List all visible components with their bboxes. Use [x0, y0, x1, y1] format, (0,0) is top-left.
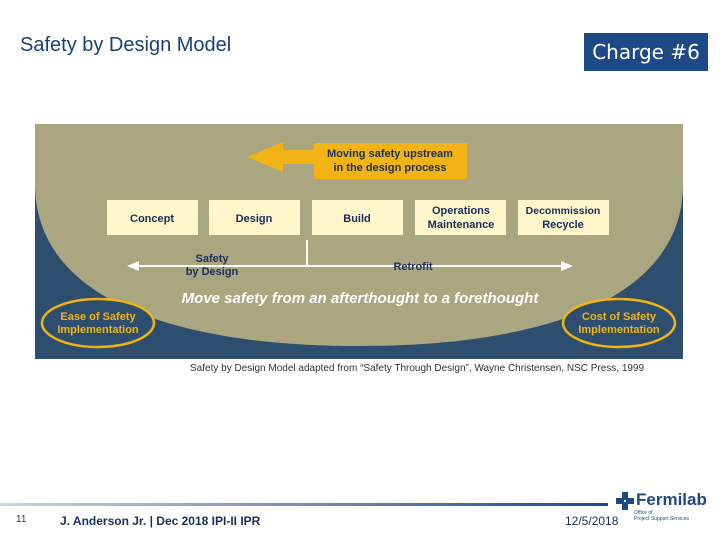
charge-badge: Charge #6 — [584, 33, 708, 71]
stage-design: Design — [209, 200, 300, 235]
upstream-note-line-1: Moving safety upstream — [327, 148, 453, 160]
stage-maintenance-label: Maintenance — [428, 219, 495, 231]
diagram-caption: Safety by Design Model adapted from “Saf… — [190, 363, 645, 374]
right-arrowhead — [561, 261, 573, 271]
stage-design-label: Design — [236, 213, 273, 225]
logo-subtext-line-2: Project Support Services — [634, 516, 690, 522]
footer-author-line: J. Anderson Jr. | Dec 2018 IPI-II IPR — [60, 514, 261, 528]
logo-name: Fermilab — [636, 490, 707, 509]
footer-rule — [0, 503, 608, 506]
ease-label-line-1: Ease of Safety — [60, 311, 136, 323]
stage-concept-label: Concept — [130, 213, 174, 225]
tagline: Move safety from an afterthought to a fo… — [182, 290, 540, 307]
stage-recycle-label: Recycle — [542, 219, 584, 231]
ease-of-safety-oval: Ease of Safety Implementation — [40, 297, 156, 349]
page-number: 11 — [16, 514, 27, 525]
stage-concept: Concept — [107, 200, 198, 235]
stage-build: Build — [312, 200, 403, 235]
safety-by-design-line-2: by Design — [186, 266, 239, 278]
stage-decommission-label: Decommission — [526, 205, 601, 217]
stage-operations-maintenance: Operations Maintenance — [415, 200, 506, 235]
logo-subtext: Office of Project Support Services — [634, 510, 689, 522]
cost-of-safety-oval: Cost of Safety Implementation — [561, 297, 677, 349]
stage-build-label: Build — [343, 213, 371, 225]
upstream-note-line-2: in the design process — [333, 162, 446, 174]
slide-title: Safety by Design Model — [20, 34, 232, 56]
safety-by-design-line-1: Safety — [195, 253, 229, 265]
cost-label-line-2: Implementation — [578, 324, 660, 336]
left-arrowhead — [127, 261, 139, 271]
fermilab-logo: Fermilab Office of Project Support Servi… — [616, 490, 716, 532]
safety-by-design-diagram: Moving safety upstream in the design pro… — [35, 124, 683, 359]
upstream-note-box — [314, 143, 467, 179]
ease-label-line-2: Implementation — [57, 324, 139, 336]
stage-operations-label: Operations — [432, 205, 490, 217]
stage-decommission-recycle: Decommission Recycle — [518, 200, 609, 235]
footer-date: 12/5/2018 — [565, 514, 619, 528]
upstream-arrow — [247, 142, 319, 172]
retrofit-label: Retrofit — [393, 261, 432, 273]
logo-subtext-line-1: Office of — [634, 510, 653, 516]
fermilab-logo-icon — [616, 492, 634, 510]
cost-label-line-1: Cost of Safety — [582, 311, 657, 323]
